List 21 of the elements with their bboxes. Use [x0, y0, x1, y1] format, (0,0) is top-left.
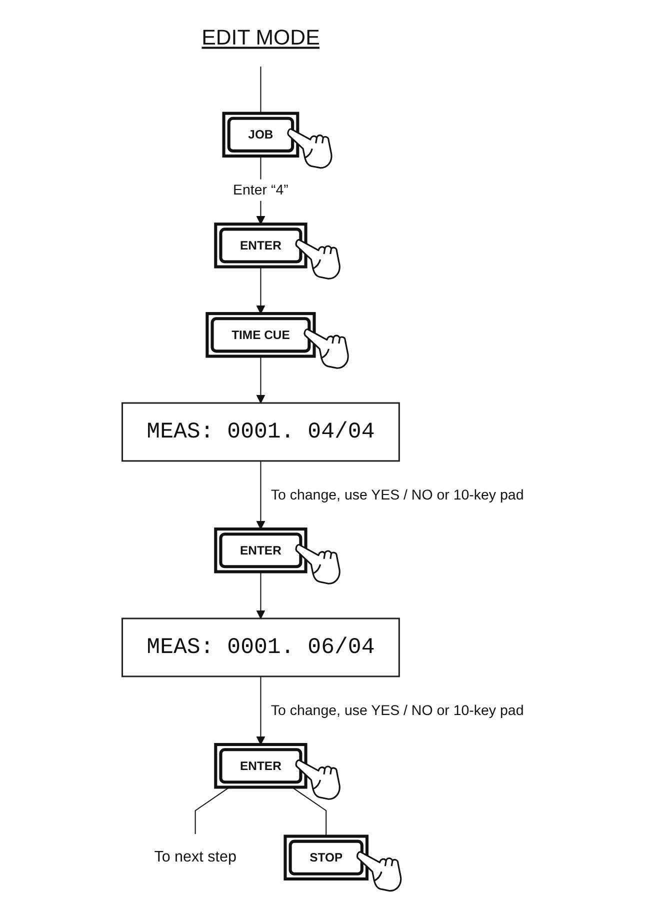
connector — [260, 66, 262, 114]
connector — [292, 786, 327, 836]
node-box: MEAS: 0001. 06/04 — [122, 618, 400, 678]
arrow — [256, 572, 266, 619]
node-box: ENTER — [214, 222, 308, 268]
node-text: To next step — [154, 848, 236, 866]
arrow — [256, 266, 266, 314]
arrow — [256, 676, 266, 745]
node-box: ENTER — [214, 528, 308, 574]
edge-label: To change, use YES / NO or 10-key pad — [270, 702, 524, 718]
edge-label: Enter “4” — [233, 181, 288, 198]
node-box: MEAS: 0001. 04/04 — [122, 402, 400, 462]
connector — [194, 786, 230, 834]
node-box: ENTER — [214, 743, 308, 789]
node-box: JOB — [222, 112, 300, 158]
node-box: STOP — [284, 834, 369, 880]
arrow — [256, 356, 266, 404]
edge-label: To change, use YES / NO or 10-key pad — [270, 486, 524, 503]
node-text: EDIT MODE — [202, 26, 320, 50]
node-box: TIME CUE — [206, 312, 316, 358]
arrow — [256, 460, 266, 530]
